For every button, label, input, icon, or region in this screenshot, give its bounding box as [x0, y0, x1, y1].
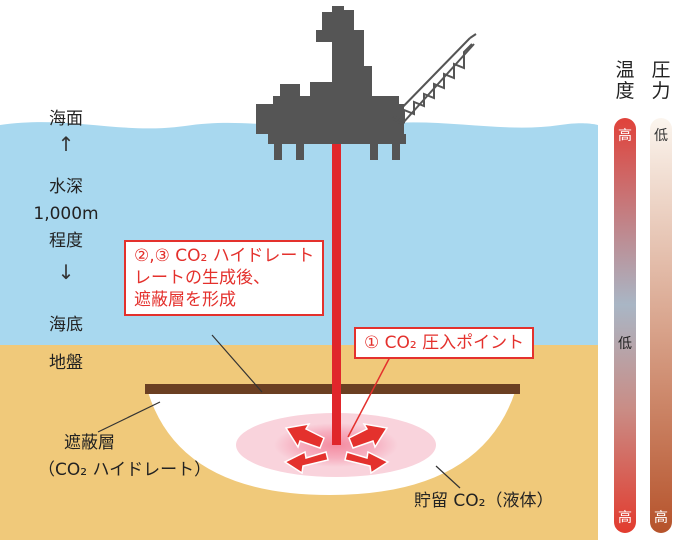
depth-line-3: 程度: [48, 231, 83, 251]
pressure-bar: [650, 118, 672, 533]
spread-arrows: [283, 422, 390, 475]
depth-line-1: 水深: [48, 177, 83, 197]
temperature-bar: [614, 118, 636, 533]
temperature-header: 温 度: [614, 60, 636, 102]
pressure-header-char-2: 力: [651, 80, 671, 102]
pressure-bottom-label: 高: [654, 510, 668, 526]
seal-layer-line-1: 遮蔽層: [64, 433, 115, 453]
crane: [391, 33, 477, 125]
temperature-top-label: 高: [618, 128, 632, 144]
arrow-down-icon: ↓: [57, 260, 75, 284]
offshore-platform: [256, 6, 406, 160]
injection-pipe: [332, 140, 341, 445]
depth-line-2: 1,000m: [33, 204, 99, 224]
hydrate-callout-line-2: レートの生成後、: [134, 268, 270, 288]
sea-surface-label: 海面: [49, 109, 83, 129]
arrow-up-icon: ↑: [57, 132, 75, 156]
hydrate-callout-line-1: ②,③ CO₂ ハイドレート: [134, 246, 315, 266]
stored-co2-label: 貯留 CO₂（液体）: [414, 491, 554, 511]
seal-layer-label: 遮蔽層 （CO₂ ハイドレート）: [38, 430, 211, 484]
ground-label: 地盤: [49, 353, 83, 373]
temperature-bottom-label: 高: [618, 510, 632, 526]
injection-pointer: [347, 356, 391, 438]
hydrate-callout-line-3: 遮蔽層を形成: [134, 290, 236, 310]
injection-callout: ① CO₂ 圧入ポイント: [354, 327, 535, 359]
seal-layer-line-2: （CO₂ ハイドレート）: [38, 460, 212, 480]
temperature-header-char-1: 温: [615, 59, 635, 81]
temperature-header-char-2: 度: [615, 80, 635, 102]
temperature-middle-label: 低: [618, 336, 632, 352]
pressure-header: 圧 力: [650, 60, 672, 102]
pressure-top-label: 低: [654, 128, 668, 144]
pointer-lines: [97, 334, 461, 489]
seabed-label: 海底: [49, 315, 83, 335]
depth-label: 水深 1,000m 程度: [33, 174, 98, 255]
hydrate-callout: ②,③ CO₂ ハイドレート レートの生成後、 遮蔽層を形成: [124, 240, 325, 316]
pressure-header-char-1: 圧: [651, 59, 671, 81]
